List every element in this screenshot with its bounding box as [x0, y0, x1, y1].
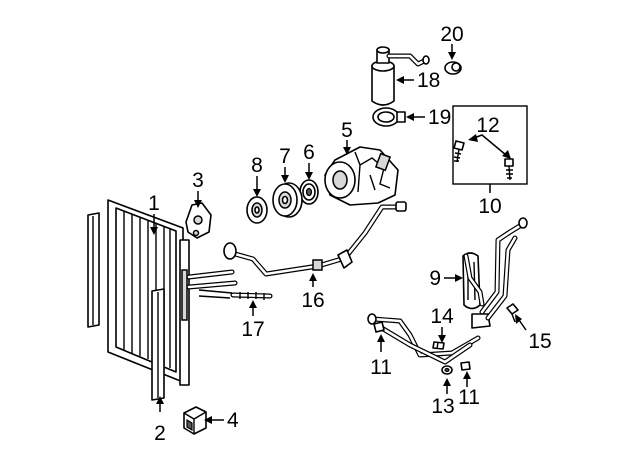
- cap-part: [444, 61, 462, 75]
- condenser-part: [107, 199, 238, 386]
- receiver-drier-part: [371, 46, 430, 106]
- compressor-part: [324, 146, 399, 206]
- callout-7: 7: [279, 145, 291, 168]
- callout-labels: 1 2 3 4 5 6 7 8 9 10 11 11 12 13 14 15 1…: [148, 23, 552, 445]
- fitting-11a-part: [373, 321, 385, 333]
- fitting-11b-part: [460, 361, 471, 371]
- callout-5: 5: [341, 119, 353, 142]
- suction-line-part: [367, 313, 481, 365]
- fitting-13-part: [441, 365, 453, 375]
- bolt-right-part: [504, 158, 514, 181]
- mount-part: [183, 406, 207, 435]
- callout-17: 17: [241, 318, 264, 341]
- clutch-hub-part: [246, 196, 268, 224]
- bracket-part: [185, 202, 212, 239]
- callout-16: 16: [301, 289, 324, 312]
- callout-11b: 11: [458, 386, 480, 409]
- callout-1: 1: [148, 192, 160, 215]
- leader-lines: [150, 44, 527, 424]
- callout-19: 19: [428, 106, 451, 129]
- callout-9: 9: [429, 267, 441, 290]
- callout-6: 6: [303, 141, 315, 164]
- side-seal-strip: [87, 212, 100, 328]
- callout-4: 4: [227, 409, 239, 432]
- callout-20: 20: [440, 23, 463, 46]
- callout-18: 18: [417, 69, 440, 92]
- callout-13: 13: [431, 395, 454, 418]
- callout-8: 8: [251, 154, 263, 177]
- callout-10: 10: [478, 195, 501, 218]
- bolt-left-part: [453, 140, 465, 163]
- callout-12: 12: [476, 114, 499, 137]
- callout-14: 14: [430, 305, 454, 328]
- pulley-part: [272, 182, 303, 218]
- hose-assembly-part: [223, 201, 407, 277]
- callout-11a: 11: [370, 356, 392, 379]
- callout-2: 2: [154, 422, 166, 445]
- bolt-15-part: [506, 303, 519, 323]
- callout-3: 3: [192, 169, 204, 192]
- clamp-ring-part: [372, 107, 406, 127]
- fitting-14-part: [432, 341, 445, 350]
- callout-15: 15: [528, 330, 551, 353]
- tube-part: [230, 292, 273, 300]
- lower-seal-strip: [151, 288, 165, 401]
- accumulator-part: [462, 217, 528, 329]
